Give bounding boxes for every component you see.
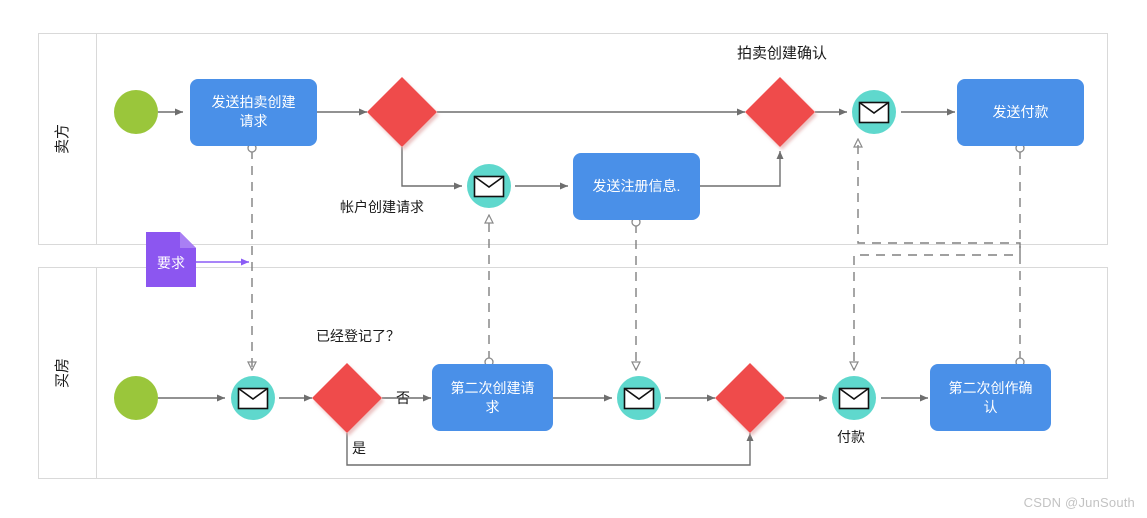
task-label: 第二次创作确 [949,380,1033,396]
section-title-auction-confirm: 拍卖创建确认 [737,45,827,62]
gateway-buyer-1[interactable] [312,363,382,433]
task-send-payment[interactable]: 发送付款 [957,79,1084,146]
task-label: 求 [486,399,500,415]
task-second-create-request[interactable]: 第二次创建请 求 [432,364,553,431]
gateway-seller-2[interactable] [745,77,815,147]
gateway-seller-1[interactable] [367,77,437,147]
buyer-sequence-flows [158,394,928,466]
start-event-seller[interactable] [114,90,158,134]
msg-event-payment[interactable] [832,376,876,420]
task-label: 认 [984,399,998,415]
label-already-registered: 已经登记了？ [316,328,400,344]
note-requirement[interactable]: 要求 [146,232,196,287]
task-label: 发送拍卖创建 [212,94,296,110]
task-send-register-info[interactable]: 发送注册信息. [573,153,700,220]
label-no: 否 [396,390,410,406]
seller-sequence-flows [158,108,955,190]
msg-event-buyer-2[interactable] [617,376,661,420]
task-label: 发送付款 [993,104,1049,120]
watermark: CSDN @JunSouth [1023,495,1135,510]
task-label: 第二次创建请 [451,380,535,396]
msg-event-auction-confirm[interactable] [852,90,896,134]
lane-buyer: 买房 [38,267,1108,479]
start-event-buyer[interactable] [114,376,158,420]
lane-label-seller: 卖方 [54,124,71,154]
task-label: 发送注册信息. [593,178,681,194]
msg-event-buyer-1[interactable] [231,376,275,420]
label-yes: 是 [352,440,366,456]
msg-event-account-create[interactable] [467,164,511,208]
task-second-create-confirm[interactable]: 第二次创作确 认 [930,364,1051,431]
label-account-create-request: 帐户创建请求 [340,199,424,215]
note-label: 要求 [157,255,185,271]
label-payment: 付款 [837,429,865,445]
task-label: 请求 [240,113,268,129]
gateway-buyer-2[interactable] [715,363,785,433]
task-send-auction-request[interactable]: 发送拍卖创建 请求 [190,79,317,146]
lane-label-buyer: 买房 [54,358,71,388]
